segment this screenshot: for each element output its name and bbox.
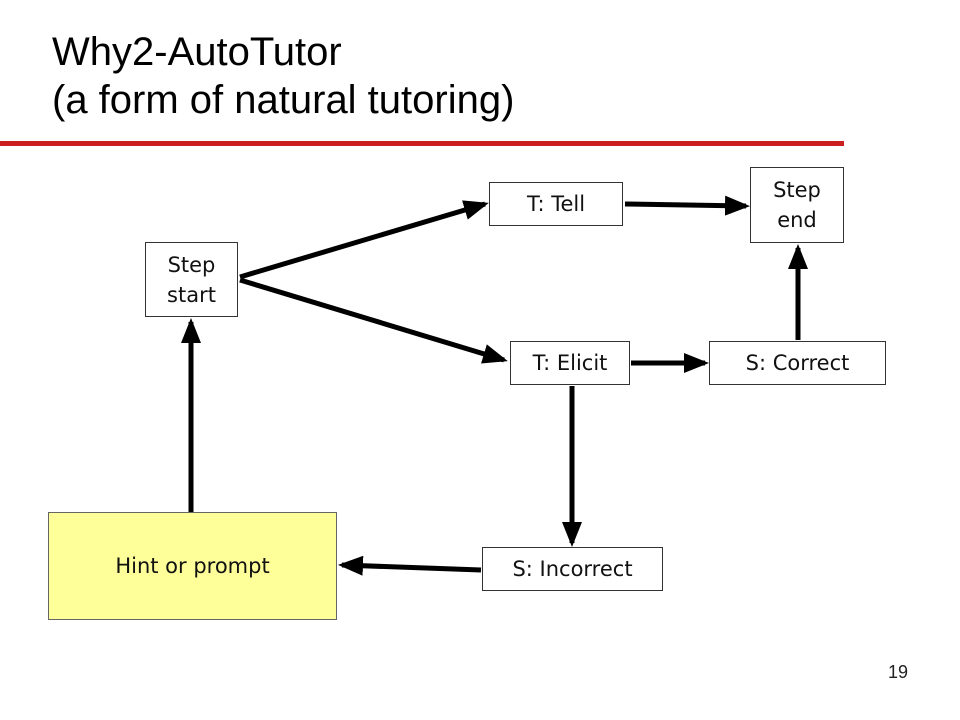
slide-title: Why2-AutoTutor (a form of natural tutori… <box>52 28 514 124</box>
arrow-incorrect-to-hint <box>338 555 482 576</box>
page-number: 19 <box>887 662 908 682</box>
node-hint-or-prompt-label: Hint or prompt <box>115 554 270 578</box>
node-step-start-line1: Step <box>167 252 216 277</box>
node-step-start-line2: start <box>167 282 216 307</box>
slide-subtitle: (a form of natural tutoring) <box>52 78 515 122</box>
slide-title-main: Why2-AutoTutor <box>52 30 342 74</box>
node-t-elicit: T: Elicit <box>510 341 630 385</box>
node-t-tell: T: Tell <box>489 182 623 226</box>
node-step-end-line1: Step <box>773 178 821 202</box>
node-step-end: Step end <box>750 167 844 243</box>
node-step-end-line2: end <box>777 208 817 232</box>
arrow-start-to-elicit <box>239 277 508 364</box>
node-s-incorrect-label: S: Incorrect <box>512 557 633 581</box>
node-hint-or-prompt: Hint or prompt <box>48 512 337 620</box>
title-underline <box>0 141 844 146</box>
node-t-tell-label: T: Tell <box>526 192 586 216</box>
node-step-start: Step start <box>145 242 238 317</box>
node-t-elicit-label: T: Elicit <box>532 351 608 375</box>
node-s-correct: S: Correct <box>709 341 886 385</box>
node-s-incorrect: S: Incorrect <box>482 547 663 591</box>
arrow-start-to-tell <box>239 200 489 280</box>
arrow-tell-to-end <box>624 195 750 216</box>
node-s-correct-label: S: Correct <box>745 351 850 375</box>
